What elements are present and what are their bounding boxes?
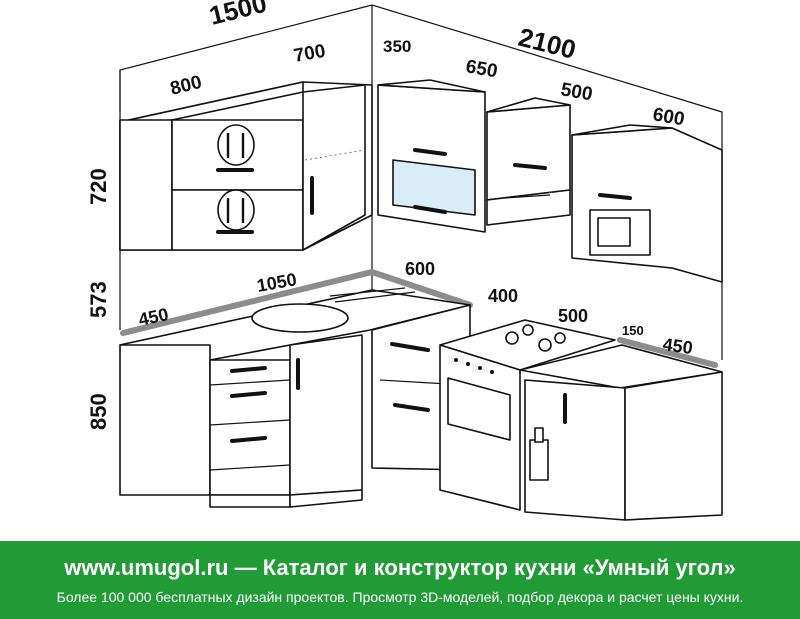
dim-counter-right-b: 400 xyxy=(488,286,518,306)
bottle-neck xyxy=(534,427,544,443)
microwave-cabinet-top xyxy=(571,124,673,136)
base-corner-door[interactable] xyxy=(289,334,363,496)
door-handle xyxy=(413,205,447,214)
drawer-divider xyxy=(209,419,291,426)
upper-right-top-1 xyxy=(377,79,486,93)
dim-counter-left-a: 450 xyxy=(137,304,171,330)
dim-upper-right-a: 350 xyxy=(383,37,411,56)
sink-icon xyxy=(251,303,349,333)
burner-icon xyxy=(522,324,534,336)
dim-counter-right-e: 450 xyxy=(661,334,694,358)
drain-groove xyxy=(334,291,416,303)
drawer-handle xyxy=(390,342,430,352)
base-left-cabinets xyxy=(119,287,471,508)
plinth xyxy=(289,489,363,508)
hood-vent xyxy=(504,194,551,199)
hood-cabinet-top xyxy=(486,97,571,113)
promo-banner[interactable]: www.umugol.ru — Каталог и конструктор ку… xyxy=(0,541,800,619)
cutlery-icon xyxy=(217,124,255,166)
upper-corner-door[interactable] xyxy=(302,84,366,251)
dim-upper-right-b: 650 xyxy=(464,56,499,82)
dim-height-upper: 720 xyxy=(86,168,111,205)
dim-upper-left-total: 1500 xyxy=(206,0,269,31)
dim-upper-right-total: 2100 xyxy=(516,22,579,65)
knob-icon xyxy=(478,366,482,370)
base-left-side xyxy=(119,344,211,496)
bottle-icon xyxy=(529,439,549,481)
microwave-door xyxy=(597,217,631,247)
dim-height-base: 850 xyxy=(86,393,111,430)
cabinet-glass xyxy=(392,159,476,216)
base-right-cabinets xyxy=(371,304,723,521)
drawer-handle xyxy=(230,366,267,373)
hood-cabinet[interactable] xyxy=(486,104,571,201)
banner-subtitle: Более 100 000 бесплатных дизайн проектов… xyxy=(56,589,744,605)
dim-upper-left-a: 800 xyxy=(168,72,204,100)
knob-icon xyxy=(454,358,458,362)
door-handle xyxy=(513,163,547,170)
dim-counter-right-a: 600 xyxy=(405,259,435,279)
plinth xyxy=(209,494,291,508)
dim-counter-right-d: 150 xyxy=(622,323,644,338)
oven-door[interactable] xyxy=(447,377,511,441)
burner-icon xyxy=(554,332,566,344)
banner-title[interactable]: www.umugol.ru — Каталог и конструктор ку… xyxy=(64,555,736,580)
knob-icon xyxy=(466,362,470,366)
countertop-back-edge-right xyxy=(617,337,718,368)
upper-left-cabinets xyxy=(119,81,373,251)
drain-groove xyxy=(329,287,406,297)
drawer-divider xyxy=(209,464,291,471)
dim-upper-left-b: 700 xyxy=(292,41,327,67)
upper-right-cabinets xyxy=(377,79,723,283)
drawer-divider xyxy=(209,379,291,386)
cutlery-icon xyxy=(217,189,255,231)
drawer-handle xyxy=(230,391,267,398)
countertop-back-edge-left xyxy=(120,268,473,336)
drawer-handle xyxy=(230,436,267,443)
shelf-hint xyxy=(304,149,366,161)
door-handle xyxy=(598,193,632,200)
door-handle xyxy=(413,148,447,156)
drawer-handle xyxy=(393,403,430,412)
range-hood xyxy=(486,189,571,226)
microwave-cabinet[interactable] xyxy=(571,127,723,283)
knob-icon xyxy=(490,370,494,374)
dim-counter-right-c: 500 xyxy=(558,306,588,326)
burner-icon xyxy=(538,338,552,352)
base-right-side xyxy=(624,371,723,521)
upper-left-side xyxy=(119,119,173,251)
kitchen-drawing: 1500 2100 800 700 350 650 500 600 720 57… xyxy=(86,0,723,521)
dim-upper-right-c: 500 xyxy=(559,79,594,105)
burner-icon xyxy=(505,331,519,345)
dim-height-gap: 573 xyxy=(86,281,111,318)
